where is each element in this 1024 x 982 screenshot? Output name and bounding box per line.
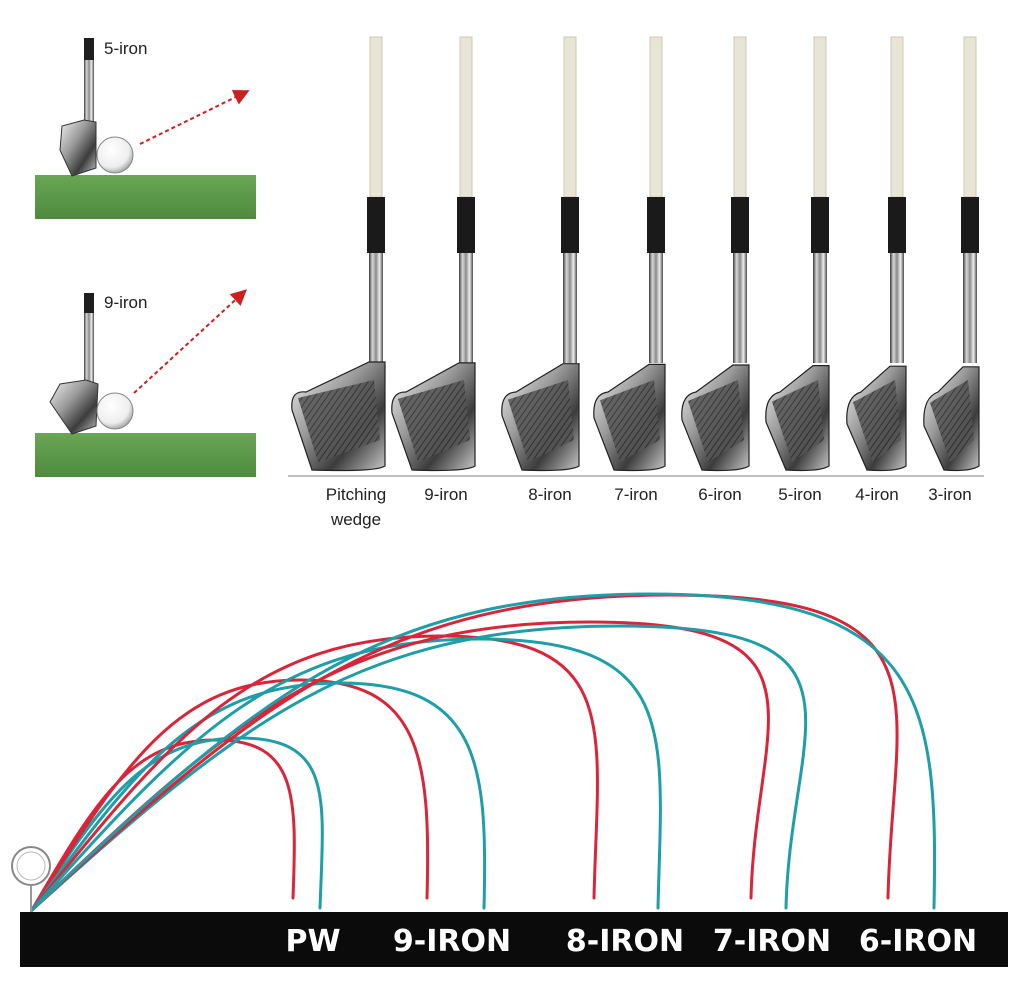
club-labels: Pitching wedge 9-iron 8-iron 7-iron 6-iron 5-i… xyxy=(326,485,972,529)
club-6 xyxy=(765,36,830,472)
club-face-grooves xyxy=(398,380,470,462)
club-label: 9-iron xyxy=(424,485,467,504)
club-ferrule xyxy=(888,197,906,253)
example-club-label: 9-iron xyxy=(104,293,147,312)
club-label: 8-iron xyxy=(528,485,571,504)
club-shaft-grip xyxy=(459,36,473,198)
club-shaft xyxy=(84,293,94,385)
club-face-grooves xyxy=(600,380,660,462)
trajectory-red-1 xyxy=(30,738,296,912)
club-head xyxy=(49,379,99,435)
club-8 xyxy=(923,36,980,472)
example-club-label: 5-iron xyxy=(104,39,147,58)
club-face-grooves xyxy=(930,380,974,462)
club-shaft-grip xyxy=(963,36,977,198)
club-shaft xyxy=(733,253,747,363)
launch-arrow xyxy=(133,289,247,394)
club-shaft xyxy=(963,253,977,363)
example-9-iron: 9-iron xyxy=(35,289,256,477)
tee-ball xyxy=(11,846,51,916)
club-shaft xyxy=(84,38,94,126)
trajectory-teal-10 xyxy=(30,592,937,912)
club-shaft-grip xyxy=(563,36,577,198)
club-label: 4-iron xyxy=(855,485,898,504)
club-shaft-grip xyxy=(649,36,663,198)
club-ferrule xyxy=(647,197,665,253)
club-shaft xyxy=(563,253,577,363)
club-5 xyxy=(681,36,750,472)
club-label: Pitching xyxy=(326,485,386,504)
ground-label: 9-IRON xyxy=(393,924,511,959)
trajectory-teal-8 xyxy=(30,624,808,912)
club-face-grooves xyxy=(772,380,824,462)
ground-label: 7-IRON xyxy=(713,924,831,959)
club-label-line2: wedge xyxy=(330,510,381,529)
club-ferrule xyxy=(811,197,829,253)
ground-label: 6-IRON xyxy=(859,924,977,959)
club-shaft xyxy=(369,253,383,363)
club-shaft xyxy=(890,253,904,363)
club-shaft-grip xyxy=(733,36,747,198)
club-shaft xyxy=(813,253,827,363)
club-label: 6-iron xyxy=(698,485,741,504)
club-3 xyxy=(501,36,580,472)
club-4 xyxy=(593,36,666,472)
club-shaft xyxy=(649,253,663,363)
club-ferrule xyxy=(961,197,979,253)
club-shaft-grip xyxy=(890,36,904,198)
example-5-iron: 5-iron xyxy=(35,38,256,219)
ground-label: 8-IRON xyxy=(566,924,684,959)
club-ferrule xyxy=(731,197,749,253)
trajectory-group xyxy=(30,592,937,912)
club-7 xyxy=(846,36,907,472)
club-face-grooves xyxy=(853,380,901,462)
club-shaft-grip xyxy=(369,36,383,198)
club-1 xyxy=(291,36,386,472)
ground-labels: PW 9-IRON 8-IRON 7-IRON 6-IRON xyxy=(285,924,977,959)
ground-label: PW xyxy=(285,924,340,959)
club-2 xyxy=(391,36,476,472)
club-shaft-grip xyxy=(813,36,827,198)
club-face-grooves xyxy=(688,380,744,462)
club-ferrule xyxy=(457,197,475,253)
club-face-grooves xyxy=(508,380,574,462)
club-ferrule xyxy=(561,197,579,253)
golf-ball xyxy=(11,846,51,886)
club-ferrule xyxy=(367,197,385,253)
club-shaft xyxy=(459,253,473,363)
club-label: 7-iron xyxy=(614,485,657,504)
club-head xyxy=(59,119,97,177)
trajectory-red-3 xyxy=(30,678,430,912)
trajectory-teal-6 xyxy=(30,637,662,912)
turf-strip xyxy=(35,433,256,477)
launch-arrow xyxy=(139,90,250,145)
trajectory-teal-4 xyxy=(30,681,487,912)
club-grip xyxy=(84,38,94,60)
golf-ball xyxy=(96,392,134,430)
ground-bar xyxy=(20,912,1008,967)
club-grip xyxy=(84,293,94,313)
golf-ball xyxy=(96,136,134,174)
club-label: 3-iron xyxy=(928,485,971,504)
club-lineup xyxy=(291,36,980,472)
turf-strip xyxy=(35,175,256,219)
club-label: 5-iron xyxy=(778,485,821,504)
club-face-grooves xyxy=(298,380,380,462)
